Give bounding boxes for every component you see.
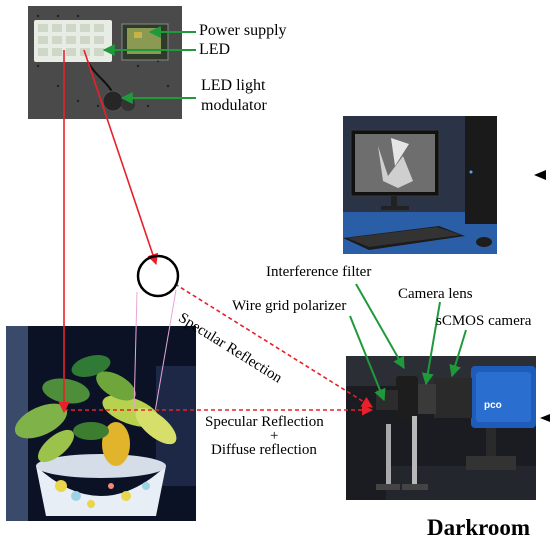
label-wire-grid-polarizer: Wire grid polarizer (232, 298, 347, 314)
label-power-supply: Power supply (199, 22, 287, 39)
label-plus: + (270, 428, 279, 444)
pointer-wire-grid-polarizer (349, 315, 386, 402)
label-led-modulator-line2: modulator (201, 97, 267, 114)
label-interference-filter: Interference filter (266, 264, 372, 280)
pointer-interference-filter (355, 283, 405, 370)
plant-photo (6, 326, 196, 521)
camera-photo: pco (346, 356, 536, 500)
pointer-scmos-camera (449, 329, 467, 378)
label-diffuse-reflection: Diffuse reflection (211, 442, 317, 458)
specular-point-circle (136, 254, 180, 298)
view-cone-line-left (133, 291, 138, 413)
specular-reflection-path (174, 283, 373, 408)
label-darkroom: Darkroom (427, 515, 531, 540)
view-cone-line-right (154, 289, 177, 413)
computer-image (343, 116, 497, 254)
camera-brand-logo: pco (484, 400, 502, 411)
label-scmos-camera: sCMOS camera (436, 313, 532, 329)
incident-light-diagonal (83, 49, 159, 266)
label-led: LED (199, 41, 231, 58)
plant-image (6, 326, 196, 521)
label-led-modulator-line1: LED light (201, 77, 266, 94)
computer-photo (343, 116, 497, 254)
pointer-camera-lens (421, 301, 441, 386)
label-camera-lens: Camera lens (398, 286, 473, 302)
label-specular-reflection: Specular Reflection (205, 414, 324, 430)
marker-triangle-camera (540, 414, 550, 422)
camera-image: pco (346, 356, 536, 500)
marker-triangle-computer (534, 170, 546, 180)
